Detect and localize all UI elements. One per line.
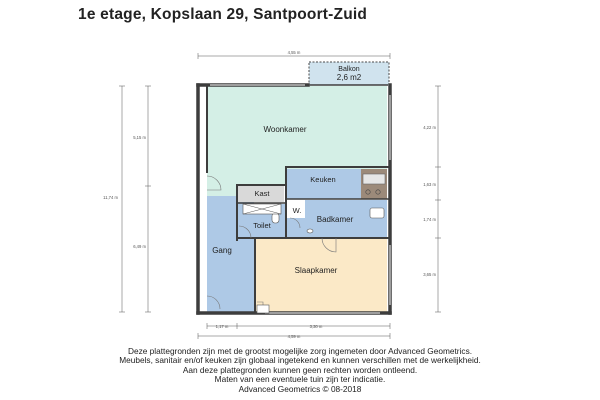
balkon-label: Balkon xyxy=(338,66,360,73)
shower-drain-icon xyxy=(306,228,314,234)
disclaimer-line: Meubels, sanitair en/of keuken zijn glob… xyxy=(119,355,481,366)
dim-bottom-total: 4,59 m xyxy=(288,334,301,339)
entry-step xyxy=(256,304,270,314)
woonkamer-label: Woonkamer xyxy=(264,125,307,134)
kitchen-sink-icon xyxy=(362,173,386,185)
dim-bottom-left: 1,17 m xyxy=(216,324,229,329)
dim-right-1: 4,22 m xyxy=(423,125,436,130)
page-title: 1e etage, Kopslaan 29, Santpoort-Zuid xyxy=(78,6,368,23)
kast-fill xyxy=(238,186,284,202)
woonkamer-fill-lower xyxy=(207,186,237,196)
kast-label: Kast xyxy=(254,189,270,198)
balkon-fill xyxy=(308,61,390,86)
washbasin-icon xyxy=(369,207,385,219)
dim-top-width: 4,55 m xyxy=(288,50,301,55)
dim-right-3: 1,74 m xyxy=(423,217,436,222)
stove-icon-2 xyxy=(375,189,381,195)
disclaimer-line: Deze plattegronden zijn met de grootst m… xyxy=(127,346,473,356)
dim-left-upper: 5,15 m xyxy=(133,135,146,140)
toilet-label: Toilet xyxy=(253,221,271,230)
keuken-fill xyxy=(287,169,361,199)
dim-right-2: 1,63 m xyxy=(423,182,436,187)
dim-left-lower: 6,49 m xyxy=(133,244,146,249)
slaapkamer-label: Slaapkamer xyxy=(295,266,338,275)
keuken-label: Keuken xyxy=(310,175,335,184)
stove-icon xyxy=(365,189,371,195)
w-fill xyxy=(285,200,305,218)
disclaimer-line: Advanced Geometrics © 08-2018 xyxy=(238,383,362,394)
dim-left-total: 11,74 m xyxy=(103,195,118,200)
gang-label: Gang xyxy=(212,246,232,255)
balkon-area: 2,6 m2 xyxy=(337,73,362,82)
slaapkamer-fill xyxy=(256,239,387,312)
dim-right-4: 3,65 m xyxy=(423,272,436,277)
disclaimer: Deze plattegronden zijn met de grootst m… xyxy=(0,346,600,394)
disclaimer-line: Aan deze plattegronden kunnen geen recht… xyxy=(182,364,418,375)
toilet-icon xyxy=(271,212,280,224)
floor-plan: Balkon 2,6 m2 Woonkamer Keuken Kast W. B… xyxy=(103,50,441,339)
disclaimer-line: Maten van een eventuele tuin zijn ter in… xyxy=(214,374,386,385)
w-label: W. xyxy=(293,206,302,215)
dim-bottom-right: 3,30 m xyxy=(310,324,323,329)
badkamer-label: Badkamer xyxy=(317,215,354,224)
